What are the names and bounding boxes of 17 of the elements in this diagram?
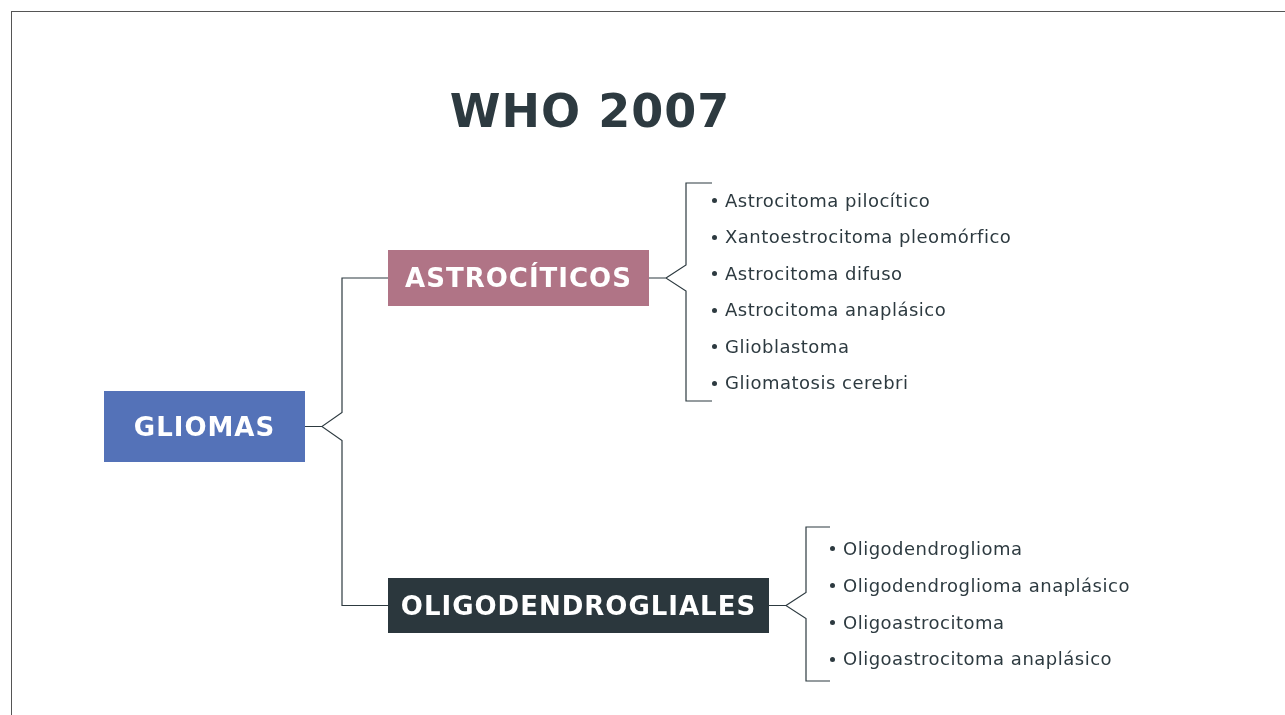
- list-item: Oligoastrocitoma anaplásico: [843, 648, 1113, 670]
- list-item: Astrocitoma anaplásico: [725, 299, 947, 321]
- list-item: Xantoestrocitoma pleomórfico: [725, 226, 1012, 249]
- list-item: Oligoastrocitoma: [843, 611, 1005, 634]
- title: WHO 2007: [448, 84, 732, 138]
- list-item: Astrocitoma pilocítico: [725, 190, 931, 212]
- bracket-connector: [304, 425, 389, 607]
- category-box: ASTROCÍTICOS: [388, 250, 649, 306]
- category-box: GLIOMAS: [104, 391, 305, 462]
- list-item: Oligodendroglioma: [843, 538, 1023, 560]
- list-item: Gliomatosis cerebri: [725, 372, 909, 394]
- bracket-connector: [648, 182, 713, 402]
- list-item: Glioblastoma: [725, 335, 850, 358]
- category-box: OLIGODENDROGLIALES: [388, 578, 769, 633]
- list-item: Astrocitoma difuso: [725, 262, 903, 285]
- bracket-connector: [768, 526, 831, 682]
- list-item: Oligodendroglioma anaplásico: [843, 574, 1130, 597]
